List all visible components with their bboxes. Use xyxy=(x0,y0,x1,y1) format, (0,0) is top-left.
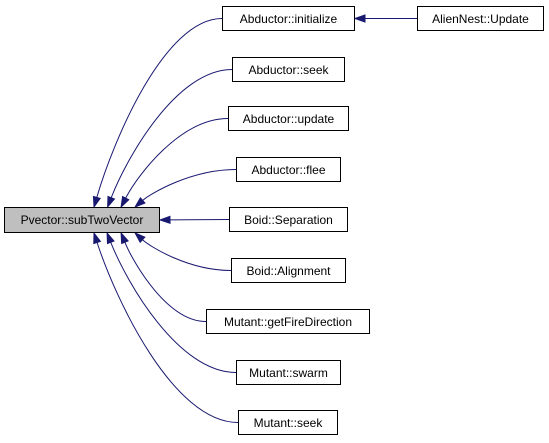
edge-abductor-seek-to-pvector-subtwovector xyxy=(110,69,233,198)
node-abductor-seek[interactable]: Abductor::seek xyxy=(232,57,345,82)
edge-abductor-update-to-pvector-subtwovector-arrowhead xyxy=(120,195,130,209)
node-boid-separation[interactable]: Boid::Separation xyxy=(229,207,348,232)
node-abductor-flee[interactable]: Abductor::flee xyxy=(236,157,341,182)
edge-abductor-update-to-pvector-subtwovector xyxy=(125,118,229,199)
node-abductor-initialize[interactable]: Abductor::initialize xyxy=(222,6,355,31)
edge-abductor-flee-to-pvector-subtwovector-arrowhead xyxy=(133,196,146,208)
edge-abductor-flee-to-pvector-subtwovector xyxy=(142,169,237,201)
edge-boid-alignment-to-pvector-subtwovector-arrowhead xyxy=(133,231,146,244)
edge-abductor-initialize-to-pvector-subtwovector xyxy=(96,18,223,198)
edge-mutant-seek-to-pvector-subtwovector-arrowhead xyxy=(93,231,102,245)
edge-abductor-seek-to-pvector-subtwovector-arrowhead xyxy=(107,195,116,209)
node-boid-alignment[interactable]: Boid::Alignment xyxy=(231,258,346,283)
node-aliennest-update[interactable]: AlienNest::Update xyxy=(417,6,544,31)
edge-mutant-getfiredirection-to-pvector-subtwovector xyxy=(124,242,207,322)
node-abductor-update[interactable]: Abductor::update xyxy=(228,106,349,131)
edge-boid-alignment-to-pvector-subtwovector xyxy=(142,239,232,271)
node-mutant-getfiredirection[interactable]: Mutant::getFireDirection xyxy=(206,309,370,334)
edge-aliennest-update-to-abductor-initialize-arrowhead xyxy=(353,14,366,23)
node-mutant-seek[interactable]: Mutant::seek xyxy=(238,410,338,435)
edge-boid-separation-to-pvector-subtwovector-arrowhead xyxy=(158,215,171,225)
edge-mutant-seek-to-pvector-subtwovector xyxy=(96,242,239,423)
node-mutant-swarm[interactable]: Mutant::swarm xyxy=(236,360,341,385)
edge-mutant-getfiredirection-to-pvector-subtwovector-arrowhead xyxy=(120,231,129,245)
edge-abductor-initialize-to-pvector-subtwovector-arrowhead xyxy=(92,195,101,209)
node-pvector-subtwovector: Pvector::subTwoVector xyxy=(4,207,160,233)
edge-mutant-swarm-to-pvector-subtwovector xyxy=(110,242,237,373)
edge-mutant-swarm-to-pvector-subtwovector-arrowhead xyxy=(106,231,115,245)
